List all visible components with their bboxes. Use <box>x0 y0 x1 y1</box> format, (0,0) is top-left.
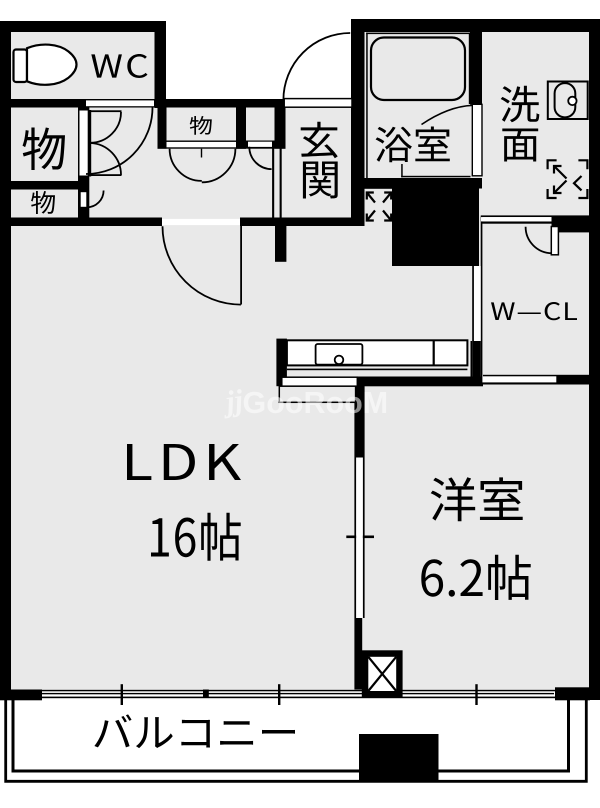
svg-text:GooRooM: GooRooM <box>243 386 389 420</box>
